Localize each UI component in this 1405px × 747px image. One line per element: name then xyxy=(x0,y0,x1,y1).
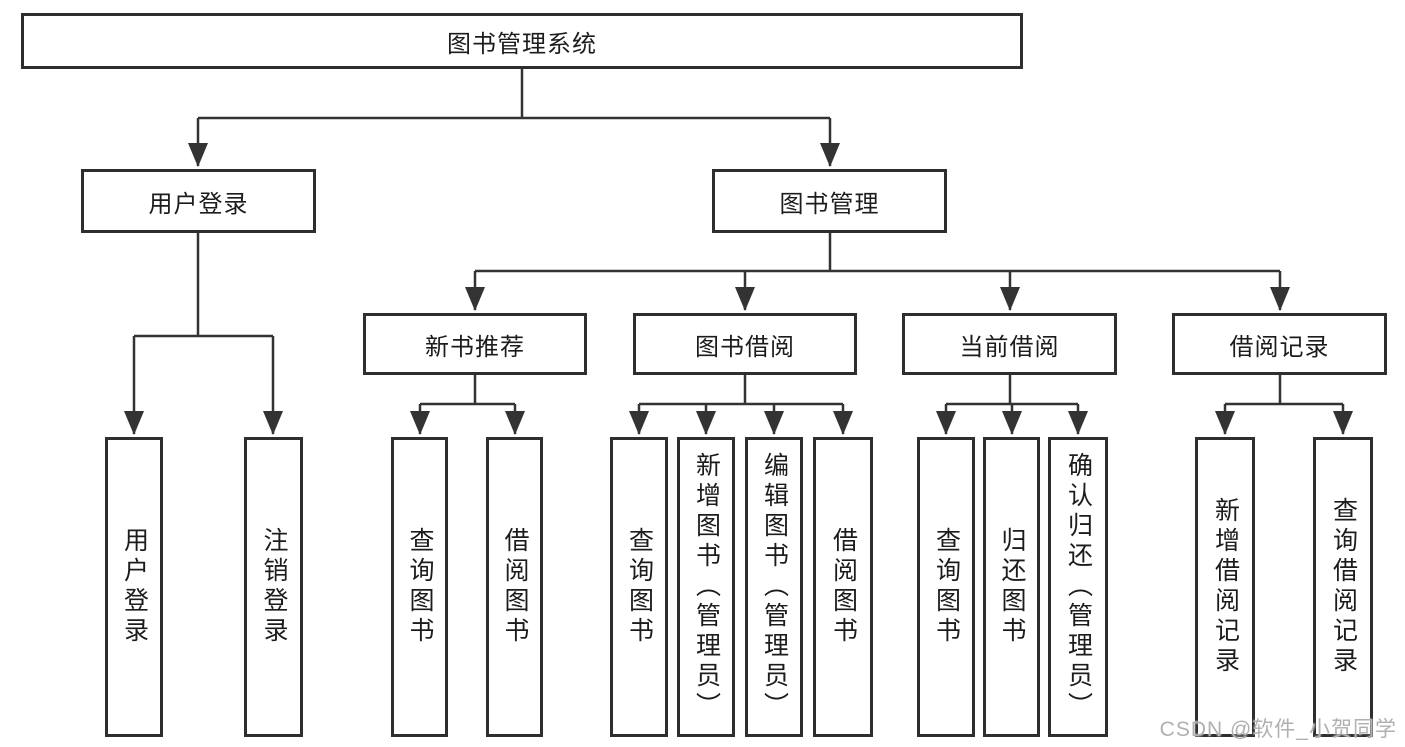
leaf-query-book-current: 查询图书 xyxy=(917,437,975,737)
leaf-edit-book-admin: 编辑图书（管理员） xyxy=(745,437,803,737)
leaf-logout: 注销登录 xyxy=(244,437,303,737)
node-book-management: 图书管理 xyxy=(712,169,947,233)
node-book-borrow-label: 图书借阅 xyxy=(695,333,795,361)
leaf-borrow-book-label: 借阅图书 xyxy=(829,527,858,647)
leaf-confirm-return-admin: 确认归还（管理员） xyxy=(1048,437,1108,737)
leaf-query-book-borrow-label: 查询图书 xyxy=(625,527,654,647)
node-current-borrow-label: 当前借阅 xyxy=(959,333,1060,361)
leaf-borrow-book: 借阅图书 xyxy=(813,437,873,737)
node-borrow-records: 借阅记录 xyxy=(1172,313,1387,375)
csdn-watermark: CSDN @软件_小贺同学 xyxy=(1159,718,1397,741)
leaf-user-login: 用户登录 xyxy=(105,437,163,737)
leaf-add-borrow-record: 新增借阅记录 xyxy=(1195,437,1255,737)
node-root: 图书管理系统 xyxy=(21,13,1023,69)
leaf-logout-label: 注销登录 xyxy=(260,527,288,647)
node-book-borrow: 图书借阅 xyxy=(633,313,857,375)
leaf-query-book-current-label: 查询图书 xyxy=(932,527,961,647)
node-root-label: 图书管理系统 xyxy=(447,30,597,58)
leaf-return-book: 归还图书 xyxy=(983,437,1040,737)
leaf-confirm-return-admin-label: 确认归还（管理员） xyxy=(1064,452,1093,722)
leaf-edit-book-admin-label: 编辑图书（管理员） xyxy=(760,452,789,722)
leaf-query-borrow-record: 查询借阅记录 xyxy=(1313,437,1373,737)
node-new-book-recommend: 新书推荐 xyxy=(363,313,587,375)
leaf-add-borrow-record-label: 新增借阅记录 xyxy=(1211,497,1240,677)
node-book-management-label: 图书管理 xyxy=(779,190,880,218)
leaf-borrow-book-recommend: 借阅图书 xyxy=(486,437,543,737)
node-new-book-recommend-label: 新书推荐 xyxy=(425,333,525,361)
node-borrow-records-label: 借阅记录 xyxy=(1229,333,1330,361)
node-user-login: 用户登录 xyxy=(81,169,316,233)
leaf-query-book-borrow: 查询图书 xyxy=(610,437,668,737)
leaf-borrow-book-recommend-label: 借阅图书 xyxy=(501,527,529,647)
leaf-query-book-recommend: 查询图书 xyxy=(391,437,448,737)
leaf-add-book-admin-label: 新增图书（管理员） xyxy=(692,452,721,722)
leaf-query-borrow-record-label: 查询借阅记录 xyxy=(1329,497,1358,677)
leaf-return-book-label: 归还图书 xyxy=(998,527,1026,647)
leaf-add-book-admin: 新增图书（管理员） xyxy=(677,437,735,737)
leaf-user-login-label: 用户登录 xyxy=(120,527,149,647)
node-user-login-label: 用户登录 xyxy=(148,190,249,218)
leaf-query-book-recommend-label: 查询图书 xyxy=(406,527,434,647)
node-current-borrow: 当前借阅 xyxy=(902,313,1117,375)
